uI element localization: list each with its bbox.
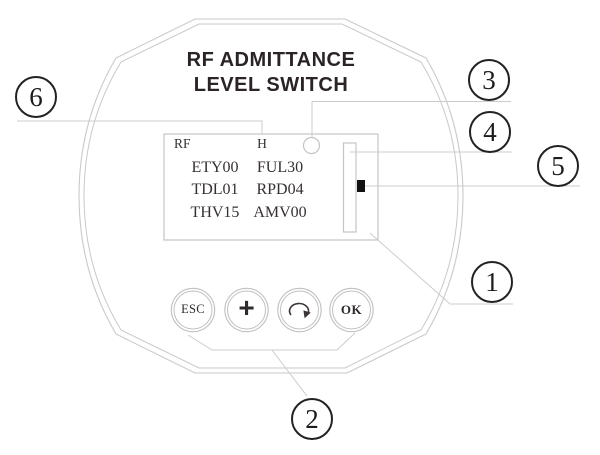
display-value: FUL30 (256, 159, 304, 176)
ok-button-label: OK (340, 302, 363, 317)
callout-6-leader (17, 120, 263, 134)
callout-1-number: 1 (485, 267, 499, 297)
callout-3-circle (468, 59, 510, 101)
callout-5-circle (537, 145, 579, 187)
plus-button-label: + (238, 292, 255, 323)
plus-button (224, 287, 269, 333)
callout-1-circle (471, 261, 513, 303)
status-indicator-icon (302, 136, 321, 155)
callout-5-number: 5 (551, 151, 565, 181)
callout-2-number: 2 (305, 404, 319, 434)
callout-2-leader (271, 349, 308, 397)
callout-3-leader (311, 101, 511, 138)
buttons-bracket (187, 332, 356, 351)
ok-button (329, 287, 374, 333)
display-panel (163, 133, 379, 241)
display-value: ETY00 (191, 159, 239, 176)
callout-2-circle (291, 398, 333, 440)
callout-4-number: 4 (483, 117, 497, 147)
callout-1-leader (369, 232, 513, 305)
scrollbar-track (342, 142, 357, 233)
display-mode-label: RF (174, 136, 191, 151)
display-value: RPD04 (256, 181, 304, 198)
display-value: AMV00 (253, 204, 307, 221)
callout-4-circle (469, 111, 511, 153)
esc-button (170, 287, 216, 333)
device-title-line2: LEVEL SWITCH (193, 74, 349, 96)
device-title-line1: RF ADMITTANCE (186, 49, 356, 71)
rotate-button (277, 287, 322, 333)
esc-button-label: ESC (181, 302, 205, 316)
device-outer-outline (78, 18, 464, 374)
display-h-label: H (257, 136, 267, 151)
display-value: TDL01 (191, 181, 239, 198)
callout-6-number: 6 (29, 82, 43, 112)
callout-3-number: 3 (482, 65, 496, 95)
display-value: THV15 (190, 204, 240, 221)
device-inner-outline (83, 23, 459, 369)
rotate-arrow-icon (288, 302, 311, 319)
device-title: RF ADMITTANCE LEVEL SWITCH (121, 48, 421, 98)
scroll-position-mark-icon (357, 180, 365, 192)
callout-6-circle (15, 76, 57, 118)
